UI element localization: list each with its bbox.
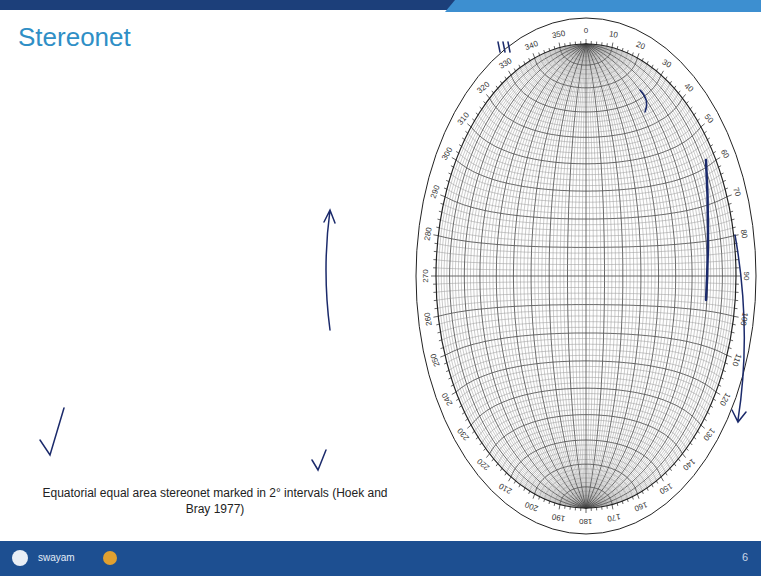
azimuth-label: 320 (475, 81, 490, 96)
azimuth-label: 200 (524, 500, 539, 512)
azimuth-label: 100 (738, 311, 748, 326)
pen-mark (706, 160, 708, 300)
azimuth-label: 120 (718, 391, 732, 407)
azimuth-label: 40 (683, 82, 695, 94)
azimuth-label: 260 (423, 311, 433, 326)
azimuth-label: 90 (742, 272, 750, 281)
slide-number: 6 (742, 551, 748, 563)
azimuth-label: 30 (660, 58, 672, 69)
check-mark (40, 408, 64, 455)
primitive-circle (436, 44, 736, 508)
azimuth-label: 160 (633, 500, 648, 512)
azimuth-label: 0 (584, 27, 588, 35)
azimuth-label: 130 (701, 426, 716, 441)
azimuth-label: 180 (579, 517, 592, 525)
azimuth-label: 20 (635, 41, 646, 52)
outer-ring (416, 18, 756, 534)
azimuth-label: 300 (441, 146, 455, 162)
azimuth-label: 140 (681, 456, 696, 471)
header-accent (445, 0, 761, 12)
rotation-arrow (732, 235, 746, 422)
azimuth-label: 170 (607, 512, 622, 522)
check-mark (312, 450, 326, 470)
azimuth-label: 280 (423, 226, 433, 241)
azimuth-label: 310 (456, 111, 471, 126)
pen-mark (498, 42, 510, 52)
azimuth-label: 70 (731, 187, 742, 198)
logo-text: swayam (38, 552, 75, 563)
logo-icon (12, 550, 28, 566)
net-grid-minor (436, 44, 736, 508)
azimuth-label: 210 (498, 481, 514, 495)
azimuth-label: 340 (524, 40, 539, 52)
azimuth-label: 250 (430, 352, 442, 367)
azimuth-label: 270 (422, 269, 430, 282)
degree-ticks (431, 39, 741, 513)
azimuth-label: 350 (551, 30, 566, 40)
footer-bar (0, 541, 761, 576)
azimuth-label: 240 (441, 391, 455, 407)
logo-icon (103, 551, 117, 565)
figure-caption: Equatorial equal area stereonet marked i… (40, 485, 390, 517)
azimuth-label: 190 (551, 512, 566, 522)
azimuth-label: 10 (609, 30, 619, 39)
pen-mark (640, 90, 647, 112)
azimuth-label: 80 (739, 228, 748, 238)
azimuth-label: 230 (456, 426, 471, 441)
rotation-arrow (324, 210, 335, 330)
azimuth-label: 290 (430, 185, 442, 200)
azimuth-label: 50 (703, 113, 715, 125)
azimuth-label: 330 (498, 57, 514, 71)
net-grid-major (436, 44, 736, 508)
azimuth-label: 60 (719, 148, 730, 160)
azimuth-label: 220 (475, 456, 490, 471)
slide-title: Stereonet (18, 22, 131, 53)
azimuth-label: 110 (730, 352, 742, 367)
azimuth-label: 150 (658, 481, 674, 495)
